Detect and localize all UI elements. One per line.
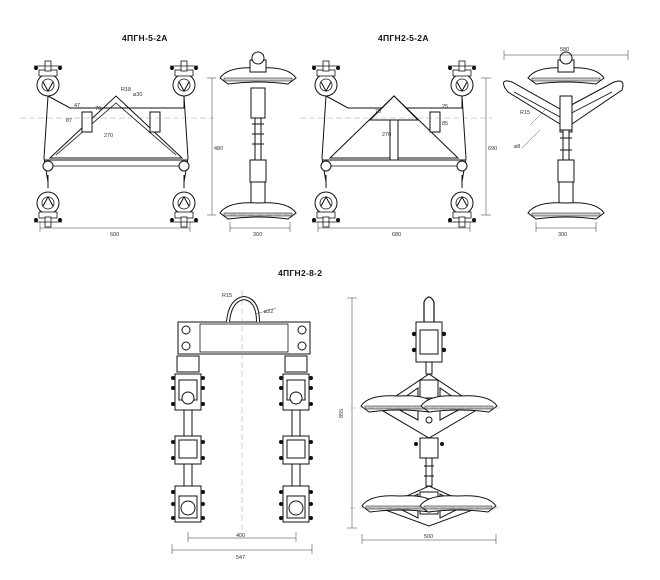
dim-300-a: 300 <box>253 232 262 238</box>
dim-680: 680 <box>392 232 401 238</box>
dim-47: 47 <box>74 103 80 109</box>
dim-r18: R18 <box>121 87 131 93</box>
view-4pgn-5-2a-side: 300 <box>219 51 297 238</box>
title-4pgn2-5-2a: 4ПГН2-5-2А <box>378 33 429 43</box>
title-4pgn-5-2a: 4ПГН-5-2А <box>122 33 168 43</box>
dim-500: 500 <box>424 534 433 540</box>
dim-270: 270 <box>104 133 113 139</box>
dim-547: 547 <box>236 555 245 561</box>
dim-r15-b: R15 <box>222 293 232 299</box>
view-4pgn2-5-2a-front: 70 270 85 25 680 690 <box>300 60 497 238</box>
dim-480: 480 <box>214 146 223 152</box>
view-4pgn2-5-2a-side: 580 R15 ⌀8 300 <box>503 47 629 238</box>
dim-270-b: 270 <box>382 132 391 138</box>
view-4pgn-5-2a-front: R18 ⌀30 47 87 70 270 600 480 <box>20 60 223 238</box>
dim-87: 87 <box>66 118 72 124</box>
dim-d30: ⌀30 <box>133 92 142 98</box>
dim-690: 690 <box>488 146 497 152</box>
dim-25: 25 <box>442 104 448 110</box>
view-4pgn2-8-2-side: 855 500 <box>339 296 500 544</box>
dim-300-b: 300 <box>558 232 567 238</box>
dim-70: 70 <box>95 106 101 112</box>
dim-600: 600 <box>110 232 119 238</box>
dim-400: 400 <box>236 533 245 539</box>
dim-855: 855 <box>339 409 345 418</box>
dim-d22: ⌀22 <box>264 309 273 315</box>
title-4pgn2-8-2: 4ПГН2-8-2 <box>278 268 323 278</box>
view-4pgn2-8-2-front: R15 ⌀22 400 547 <box>170 290 314 561</box>
dim-85: 85 <box>442 121 448 127</box>
dim-70-b: 70 <box>375 109 381 115</box>
dim-580: 580 <box>560 47 569 53</box>
dim-d8: ⌀8 <box>514 144 520 150</box>
dim-r15-a: R15 <box>520 110 530 116</box>
